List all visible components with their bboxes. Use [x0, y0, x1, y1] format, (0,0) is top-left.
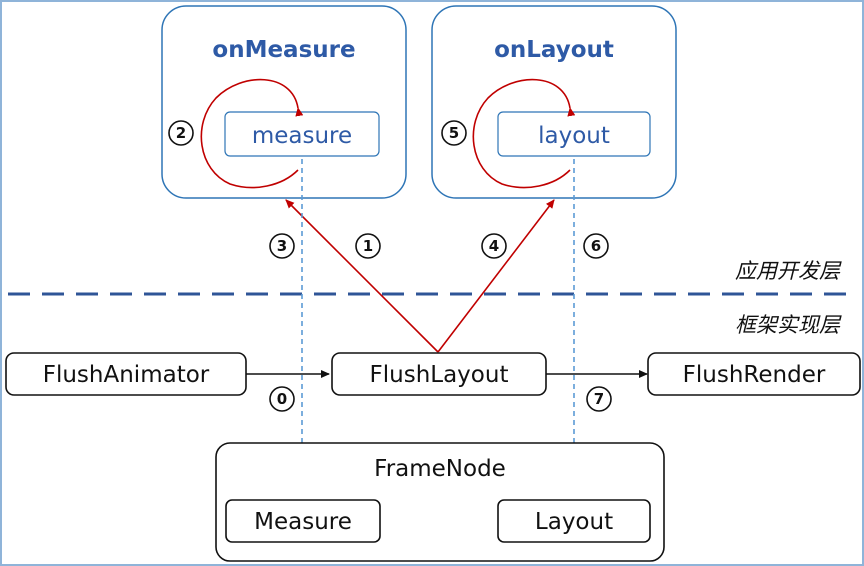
on-measure-title: onMeasure [212, 37, 355, 63]
step-label-2: 2 [176, 124, 186, 142]
step-label-1: 1 [363, 237, 373, 255]
step-badge-7: 7 [586, 386, 612, 412]
step-badge-3: 3 [269, 233, 295, 259]
step-label-0: 0 [277, 390, 287, 408]
app-layer-label: 应用开发层 [735, 259, 842, 283]
flush-animator-label: FlushAnimator [43, 362, 210, 388]
frame-node-title: FrameNode [374, 456, 506, 482]
on-layout-title: onLayout [494, 37, 614, 63]
flush-layout-label: FlushLayout [370, 362, 509, 388]
step-badge-6: 6 [583, 233, 609, 259]
frame-node-box: FrameNode Measure Layout [215, 442, 665, 562]
flush-render-node: FlushRender [647, 352, 861, 396]
measure-inner-label: measure [252, 123, 352, 149]
layout-inner-label: layout [538, 123, 610, 149]
step-label-7: 7 [594, 390, 604, 408]
framework-layer-label: 框架实现层 [735, 313, 842, 337]
on-measure-box: onMeasure measure [161, 5, 407, 199]
step-label-5: 5 [449, 124, 459, 142]
flush-layout-node: FlushLayout [331, 352, 547, 396]
step-badge-0: 0 [269, 386, 295, 412]
frame-node-layout-box [497, 499, 651, 543]
flush-render-label: FlushRender [683, 362, 826, 388]
frame-node-measure-label: Measure [254, 509, 352, 535]
layout-self-loop-arrow [472, 78, 576, 189]
step-badge-5: 5 [441, 120, 467, 146]
step-badge-4: 4 [481, 233, 507, 259]
frame-node-layout-label: Layout [535, 509, 613, 535]
call-arrow-to-on-measure [285, 199, 439, 353]
measure-self-loop-arrow [200, 78, 304, 189]
step-label-3: 3 [277, 237, 287, 255]
step-badge-2: 2 [168, 120, 194, 146]
flush-animator-node: FlushAnimator [5, 352, 247, 396]
step-badge-1: 1 [355, 233, 381, 259]
call-arrow-to-on-layout [437, 199, 555, 353]
frame-node-measure-box [225, 499, 381, 543]
step-label-6: 6 [591, 237, 601, 255]
on-layout-box: onLayout layout [431, 5, 677, 199]
step-label-4: 4 [489, 237, 499, 255]
